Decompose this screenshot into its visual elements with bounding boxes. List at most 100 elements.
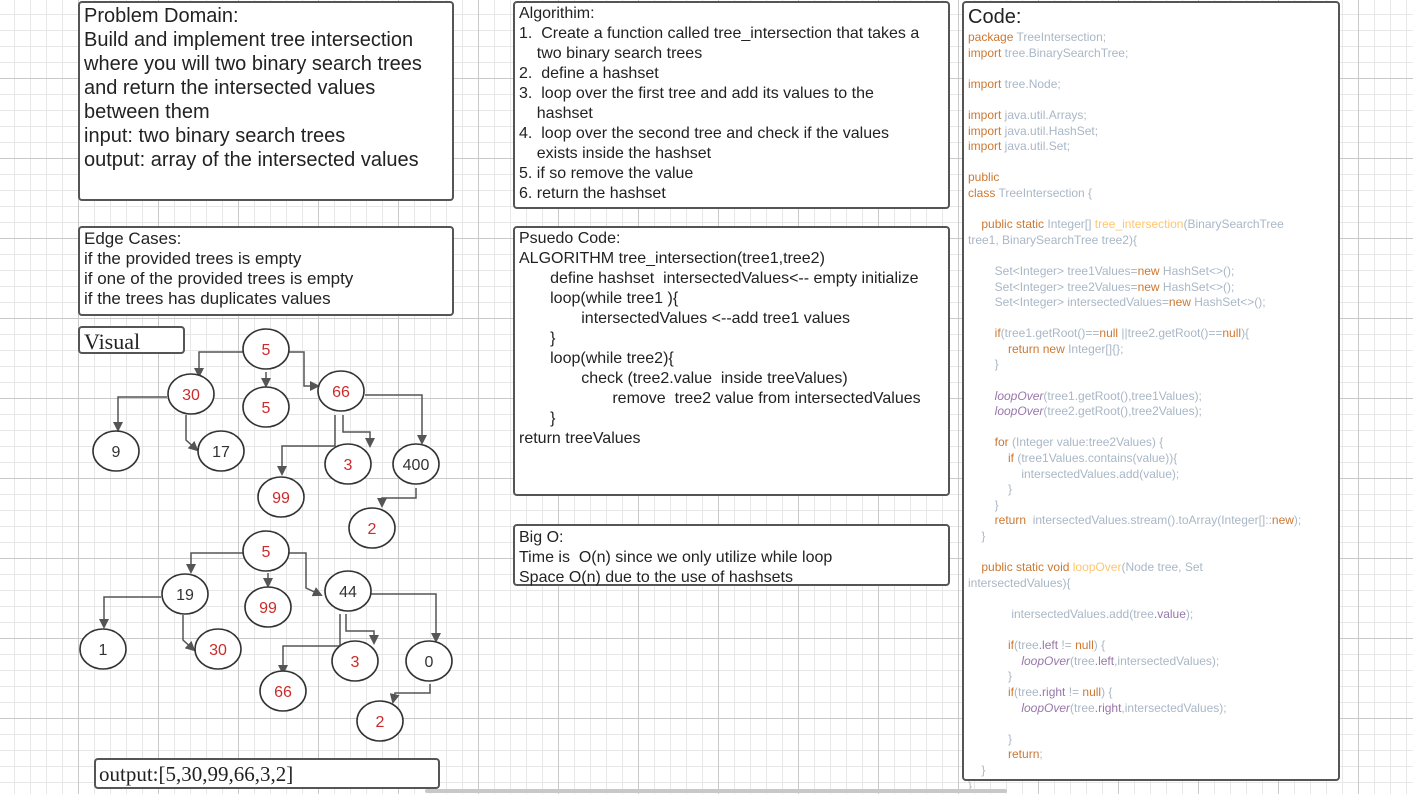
code-line — [968, 373, 1334, 389]
algorithm-line: 3. loop over the first tree and add its … — [519, 84, 944, 104]
tree2-node-label: 30 — [209, 642, 227, 659]
code-line: Set<Integer> tree1Values=new HashSet<>()… — [968, 264, 1334, 280]
code-line: loopOver(tree1.getRoot(),tree1Values); — [968, 389, 1334, 405]
horizontal-scrollbar[interactable] — [425, 789, 1007, 793]
pseudo-code-box: Psuedo Code: ALGORITHM tree_intersection… — [513, 226, 950, 496]
pseudo-line: check (tree2.value inside treeValues) — [519, 369, 944, 389]
pseudo-line: define hashset intersectedValues<-- empt… — [519, 269, 944, 289]
algorithm-line: 2. define a hashset — [519, 64, 944, 84]
code-line: public static Integer[] tree_intersectio… — [968, 217, 1334, 233]
pseudo-line: loop(while tree1 ){ — [519, 289, 944, 309]
tree1-node-label: 400 — [403, 457, 430, 474]
algorithm-line: exists inside the hashset — [519, 144, 944, 164]
tree1-node-label: 99 — [272, 490, 290, 507]
pseudo-line: Psuedo Code: — [519, 229, 944, 249]
pseudo-line: intersectedValues <--add tree1 values — [519, 309, 944, 329]
code-line — [968, 545, 1334, 561]
code-line: } — [968, 482, 1334, 498]
code-line: Set<Integer> intersectedValues=new HashS… — [968, 295, 1334, 311]
big-o-line: Space O(n) due to the use of hashsets — [519, 568, 944, 588]
code-line: public — [968, 170, 1334, 186]
algorithm-line: 4. loop over the second tree and check i… — [519, 124, 944, 144]
tree1-edge — [287, 352, 318, 386]
code-line: } — [968, 779, 1334, 794]
code-line — [968, 311, 1334, 327]
big-o-line: Time is O(n) since we only utilize while… — [519, 548, 944, 568]
code-line: tree1, BinarySearchTree tree2){ — [968, 233, 1334, 249]
algorithm-box: Algorithim: 1. Create a function called … — [513, 1, 950, 209]
tree1-node-label: 66 — [332, 384, 350, 401]
tree2-node-label: 66 — [274, 684, 292, 701]
code-line — [968, 248, 1334, 264]
tree2-node-label: 44 — [339, 584, 357, 601]
pseudo-line: return treeValues — [519, 429, 944, 449]
algorithm-line: 6. return the hashset — [519, 184, 944, 204]
tree1-node-label: 2 — [368, 521, 377, 538]
code-line: return new Integer[]{}; — [968, 342, 1334, 358]
code-line: intersectedValues){ — [968, 576, 1334, 592]
code-listing: package TreeIntersection;import tree.Bin… — [968, 30, 1334, 794]
code-line: class TreeIntersection { — [968, 186, 1334, 202]
code-line: package TreeIntersection; — [968, 30, 1334, 46]
code-line: } — [968, 357, 1334, 373]
tree2-node-label: 0 — [425, 654, 434, 671]
algorithm-line: Algorithim: — [519, 4, 944, 24]
tree2-edge — [346, 614, 374, 643]
code-line — [968, 155, 1334, 171]
code-line: loopOver(tree.right,intersectedValues); — [968, 701, 1334, 717]
algorithm-line: 1. Create a function called tree_interse… — [519, 24, 944, 44]
output-result: output:[5,30,99,66,3,2] — [94, 758, 440, 789]
code-box: Code: package TreeIntersection; import tr… — [962, 1, 1340, 781]
code-line: intersectedValues.add(tree.value); — [968, 607, 1334, 623]
code-line — [968, 591, 1334, 607]
algorithm-line: 5. if so remove the value — [519, 164, 944, 184]
code-line: } — [968, 498, 1334, 514]
code-line: return; — [968, 747, 1334, 763]
code-line: public static void loopOver(Node tree, S… — [968, 560, 1334, 576]
code-line: if (tree1Values.contains(value)){ — [968, 451, 1334, 467]
code-line: import java.util.Set; — [968, 139, 1334, 155]
tree1-edge — [199, 352, 245, 376]
pseudo-line: } — [519, 329, 944, 349]
tree1-node-label: 5 — [262, 400, 271, 417]
code-line: import java.util.HashSet; — [968, 124, 1334, 140]
code-title: Code: — [968, 4, 1334, 30]
tree2-edge — [183, 615, 194, 650]
big-o-line: Big O: — [519, 528, 944, 548]
pseudo-line: loop(while tree2){ — [519, 349, 944, 369]
code-line: if(tree1.getRoot()==null ||tree2.getRoot… — [968, 326, 1334, 342]
tree2-node-label: 2 — [376, 714, 385, 731]
code-line: intersectedValues.add(value); — [968, 467, 1334, 483]
algorithm-line: two binary search trees — [519, 44, 944, 64]
tree1-node-label: 17 — [212, 444, 230, 461]
code-line — [968, 202, 1334, 218]
code-line — [968, 623, 1334, 639]
code-line: import java.util.Arrays; — [968, 108, 1334, 124]
tree1-edge — [382, 488, 416, 506]
tree1-edge — [118, 397, 167, 430]
code-line: if(tree.left != null) { — [968, 638, 1334, 654]
code-line — [968, 61, 1334, 77]
code-line: } — [968, 529, 1334, 545]
code-line: import tree.Node; — [968, 77, 1334, 93]
tree1-edge — [186, 415, 197, 450]
code-line: loopOver(tree2.getRoot(),tree2Values); — [968, 404, 1334, 420]
code-line — [968, 716, 1334, 732]
tree1-node-label: 3 — [344, 457, 353, 474]
code-line — [968, 420, 1334, 436]
tree2-node-label: 1 — [99, 642, 108, 659]
code-line: return intersectedValues.stream().toArra… — [968, 513, 1334, 529]
tree2-node-label: 99 — [259, 600, 277, 617]
tree1-node-label: 5 — [262, 342, 271, 359]
tree1-edge — [365, 395, 422, 443]
tree2-node-label: 5 — [262, 544, 271, 561]
algorithm-line: hashset — [519, 104, 944, 124]
tree2-node-label: 3 — [351, 654, 360, 671]
code-line: if(tree.right != null) { — [968, 685, 1334, 701]
tree2-node-label: 19 — [176, 587, 194, 604]
tree2-edge — [393, 684, 430, 702]
tree1-node-label: 30 — [182, 387, 200, 404]
pseudo-line: } — [519, 409, 944, 429]
pseudo-line: ALGORITHM tree_intersection(tree1,tree2) — [519, 249, 944, 269]
